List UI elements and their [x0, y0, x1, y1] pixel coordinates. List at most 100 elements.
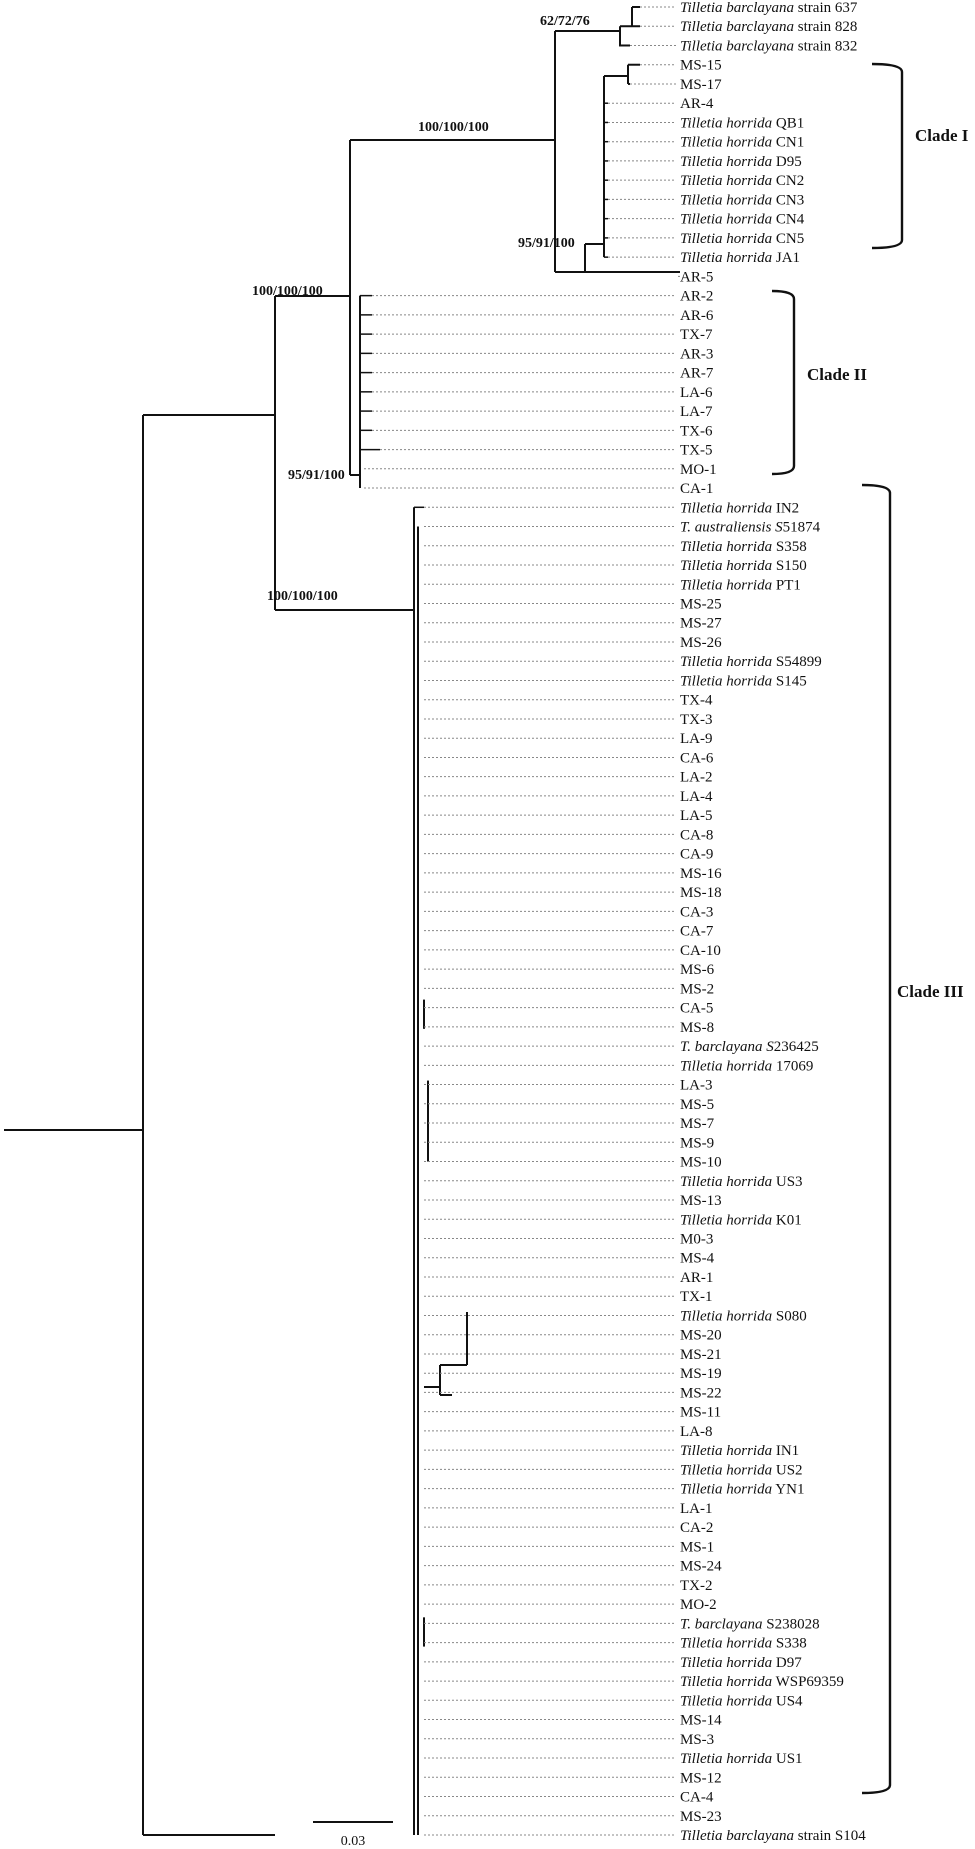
taxon-label: MS-6	[680, 962, 715, 978]
taxon-label: CA-4	[680, 1790, 714, 1806]
taxon-label: Tilletia horrida US4	[680, 1693, 803, 1709]
taxon-label: MS-27	[680, 616, 722, 632]
taxon-label: LA-1	[680, 1501, 713, 1517]
taxon-label: TX-5	[680, 443, 713, 459]
taxon-label: Tilletia barclayana strain 637	[680, 0, 858, 16]
taxon-label: M0-3	[680, 1231, 713, 1247]
taxon-label: LA-4	[680, 789, 713, 805]
taxon-label: Tilletia horrida US2	[680, 1462, 803, 1478]
taxon-label: MS-11	[680, 1405, 721, 1421]
taxon-label: MS-20	[680, 1328, 722, 1344]
support-value-clade-i-inner: 95/91/100	[518, 236, 575, 251]
taxon-label: MO-2	[680, 1597, 717, 1613]
taxon-label: CA-8	[680, 827, 713, 843]
taxon-label: MS-1	[680, 1539, 714, 1555]
taxon-label: AR-2	[680, 289, 713, 305]
support-value-62-72-76: 62/72/76	[540, 14, 590, 29]
taxon-label: Tilletia horrida S358	[680, 539, 807, 555]
taxon-label: MS-18	[680, 885, 722, 901]
taxon-label: TX-3	[680, 712, 713, 728]
taxon-label: Tilletia horrida YN1	[680, 1482, 804, 1498]
taxon-label: Tilletia horrida 17069	[680, 1058, 813, 1074]
taxon-label: MS-7	[680, 1116, 715, 1132]
clade-ii-label: Clade II	[807, 365, 867, 384]
taxon-label: Tilletia horrida US1	[680, 1751, 803, 1767]
taxon-label: MS-10	[680, 1155, 722, 1171]
taxon-label: Tilletia horrida K01	[680, 1212, 802, 1228]
taxon-label: TX-7	[680, 327, 713, 343]
taxon-label: Tilletia horrida WSP69359	[680, 1674, 844, 1690]
taxon-label: TX-1	[680, 1289, 713, 1305]
taxon-label: Tilletia horrida CN5	[680, 231, 804, 247]
taxon-label: MS-4	[680, 1251, 715, 1267]
taxon-label: Tilletia horrida CN2	[680, 173, 804, 189]
taxon-label: T. barclayana S238028	[680, 1616, 820, 1632]
taxon-label: CA-3	[680, 904, 713, 920]
tree-branches	[4, 6, 680, 1836]
taxon-label: MS-26	[680, 635, 722, 651]
support-value-clade-iii: 100/100/100	[267, 589, 338, 604]
taxon-label: LA-7	[680, 404, 713, 420]
taxon-label: Tilletia horrida JA1	[680, 250, 800, 266]
taxon-label: AR-4	[680, 96, 714, 112]
support-value-clade-i: 100/100/100	[418, 120, 489, 135]
taxon-label: CA-7	[680, 924, 714, 940]
taxon-label: Tilletia horrida S150	[680, 558, 807, 574]
taxon-label: MS-23	[680, 1809, 722, 1825]
taxon-label: Tilletia horrida D97	[680, 1655, 802, 1671]
clade-i-bracket	[871, 62, 904, 250]
taxon-label: MS-16	[680, 866, 722, 882]
taxon-label: T. barclayana S236425	[680, 1039, 819, 1055]
taxon-label: AR-7	[680, 366, 714, 382]
taxon-label: Tilletia horrida QB1	[680, 115, 804, 131]
clade-brackets: Clade I Clade II Clade III	[771, 62, 969, 1795]
taxon-label: MS-19	[680, 1366, 722, 1382]
taxon-label: Tilletia horrida US3	[680, 1174, 803, 1190]
taxon-label: Tilletia horrida S338	[680, 1636, 807, 1652]
scale-bar: 0.03	[313, 1821, 393, 1849]
taxon-label: Tilletia horrida CN3	[680, 192, 804, 208]
taxon-label: Tilletia barclayana strain S104	[680, 1828, 866, 1844]
taxon-label: MS-9	[680, 1135, 714, 1151]
taxon-label: CA-2	[680, 1520, 713, 1536]
clade-i-label: Clade I	[915, 126, 969, 145]
taxon-label: CA-9	[680, 847, 713, 863]
taxon-label: MS-12	[680, 1770, 722, 1786]
taxon-label: MS-3	[680, 1732, 714, 1748]
taxon-label: AR-6	[680, 308, 714, 324]
taxon-label: Tilletia horrida IN1	[680, 1443, 799, 1459]
taxon-label: MS-24	[680, 1559, 722, 1575]
taxon-label: T. australiensis S51874	[680, 520, 821, 536]
taxon-label: MS-17	[680, 77, 722, 93]
taxon-label: Tilletia barclayana strain 828	[680, 19, 857, 35]
taxon-label: AR-3	[680, 346, 713, 362]
clade-iii-label: Clade III	[897, 982, 964, 1001]
taxon-label: Tilletia barclayana strain 832	[680, 38, 857, 54]
clade-iii-bracket	[861, 483, 892, 1795]
taxon-label: Tilletia horrida D95	[680, 154, 802, 170]
clade-ii-bracket	[771, 289, 796, 476]
taxon-label: MS-5	[680, 1097, 714, 1113]
taxon-label: TX-4	[680, 693, 713, 709]
support-values: 62/72/76 100/100/100 95/91/100 100/100/1…	[252, 14, 590, 604]
taxon-label: MS-13	[680, 1193, 722, 1209]
taxon-label: AR-5	[680, 269, 713, 285]
taxon-label: MS-14	[680, 1713, 722, 1729]
taxon-label: Tilletia horrida S145	[680, 673, 807, 689]
taxon-label: AR-1	[680, 1270, 713, 1286]
taxon-label: LA-9	[680, 731, 713, 747]
taxon-label: LA-6	[680, 385, 713, 401]
taxon-label: CA-10	[680, 943, 721, 959]
support-value-clade-ii: 95/91/100	[288, 468, 345, 483]
taxon-label: Tilletia horrida CN1	[680, 135, 804, 151]
taxon-label: MS-8	[680, 1020, 714, 1036]
taxon-label: MO-1	[680, 462, 717, 478]
tip-leader-lines	[364, 6, 680, 1836]
taxon-label: TX-6	[680, 423, 713, 439]
taxon-label: MS-21	[680, 1347, 722, 1363]
taxon-label: CA-1	[680, 481, 713, 497]
support-value-ingroup: 100/100/100	[252, 284, 323, 299]
taxon-label: Tilletia horrida S54899	[680, 654, 822, 670]
